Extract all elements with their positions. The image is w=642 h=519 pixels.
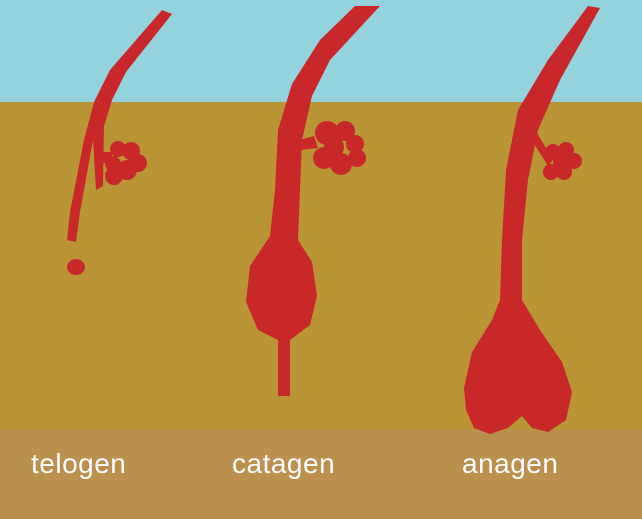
catagen-label: catagen bbox=[232, 448, 335, 480]
anagen-label: anagen bbox=[462, 448, 558, 480]
telogen-club-hair-bulb bbox=[67, 259, 85, 275]
telogen-label: telogen bbox=[31, 448, 126, 480]
